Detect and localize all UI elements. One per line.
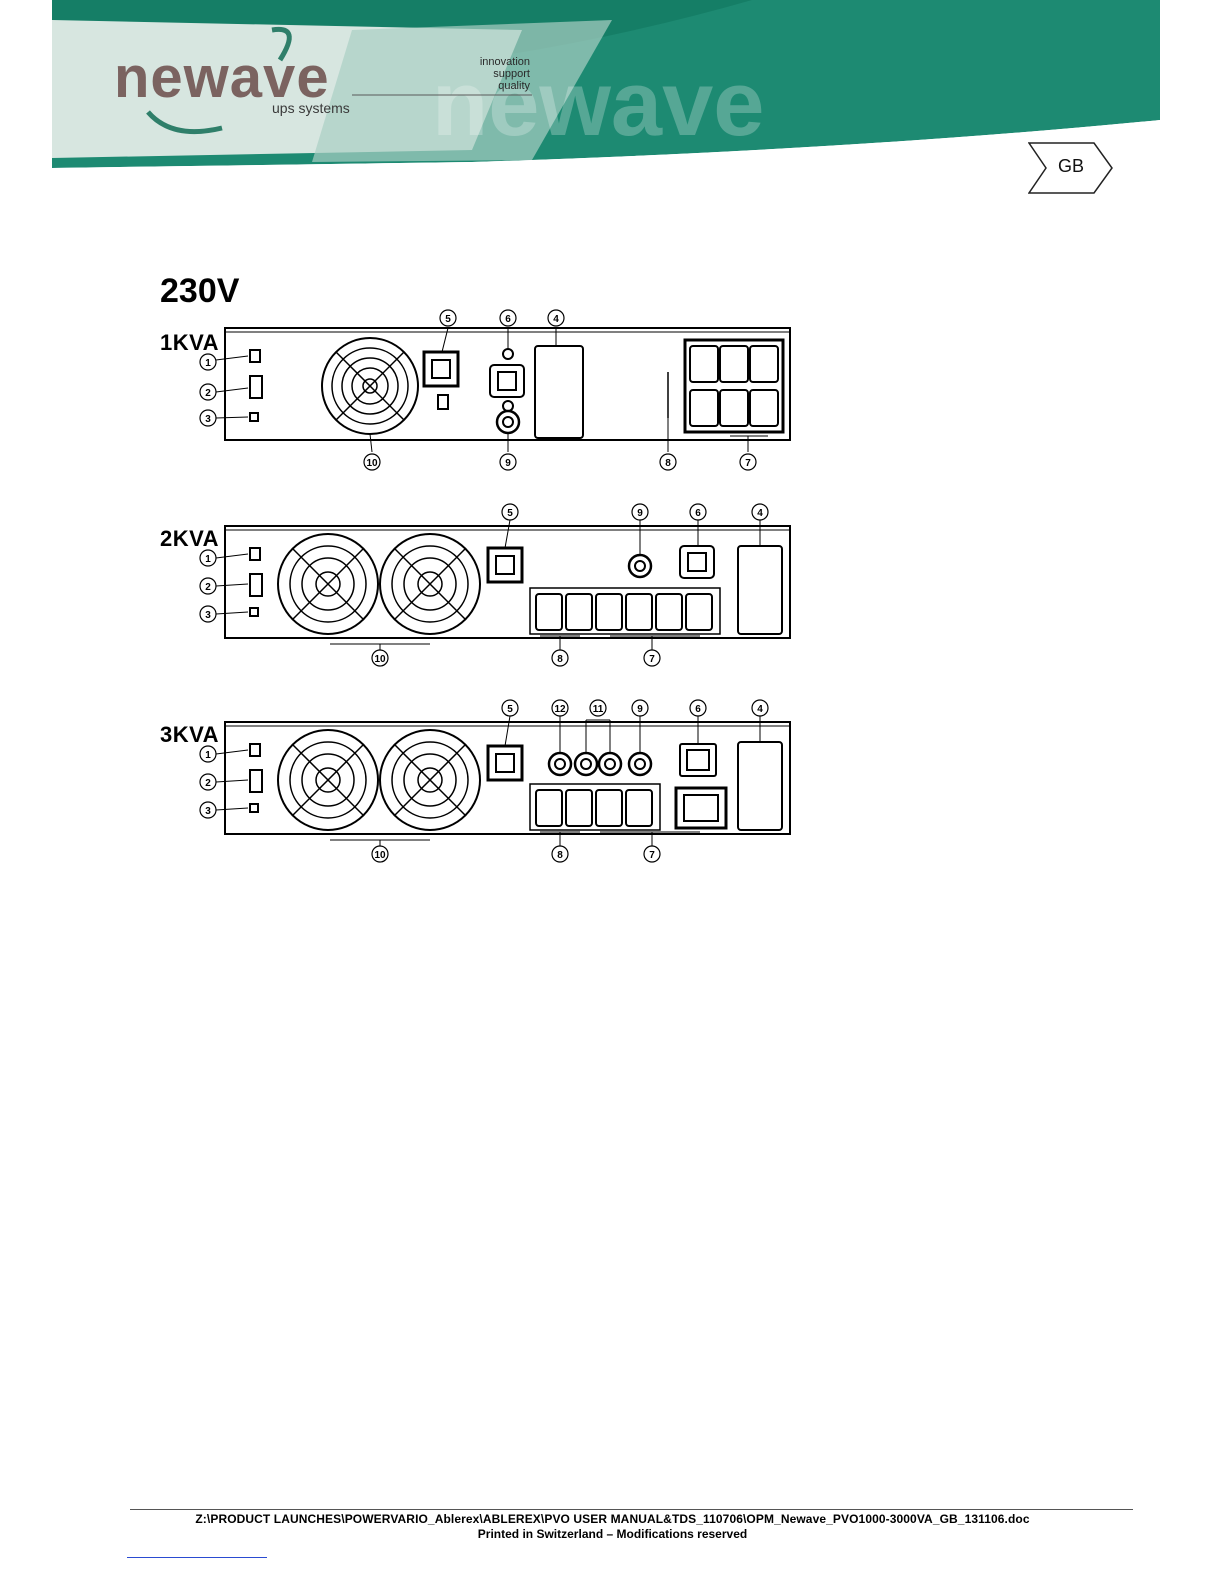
- rear-panel-1kva: 1 2 3 4 5 6 7 8 9 10: [190, 309, 800, 475]
- callout-3: 3: [205, 414, 211, 425]
- callout-8: 8: [557, 654, 563, 665]
- bottom-rule: [127, 1557, 267, 1558]
- callout-5: 5: [507, 704, 513, 715]
- callout-12: 12: [554, 704, 566, 715]
- callout-2: 2: [205, 388, 211, 399]
- brand-logo: newave: [114, 45, 330, 110]
- callout-4: 4: [757, 508, 763, 519]
- callout-9: 9: [637, 704, 643, 715]
- callout-10: 10: [366, 458, 378, 469]
- banner-graphic: newave: [52, 0, 1160, 180]
- header-banner: newave newave ups systems innovation sup…: [52, 0, 1160, 180]
- tagline-line: support: [493, 68, 530, 80]
- callout-7: 7: [649, 654, 655, 665]
- tagline-line: innovation: [479, 56, 530, 68]
- callout-1: 1: [205, 554, 211, 565]
- callout-9: 9: [637, 508, 643, 519]
- callout-6: 6: [695, 508, 701, 519]
- callout-7: 7: [745, 458, 751, 469]
- callout-8: 8: [557, 850, 563, 861]
- model-label-1kva: 1KVA: [160, 330, 220, 355]
- callout-6: 6: [695, 704, 701, 715]
- watermark-text: newave: [432, 53, 764, 155]
- model-label-2kva: 2KVA: [160, 526, 220, 551]
- rear-panel-3kva: 1 2 3 4 5 6 7 8 9 10 11 12: [190, 699, 800, 865]
- callout-7: 7: [649, 850, 655, 861]
- callout-8: 8: [665, 458, 671, 469]
- rear-panel-2kva: 1 2 3 4 5 6 7 8 9 10: [190, 503, 800, 669]
- section-title: 230V: [160, 272, 240, 310]
- callout-6: 6: [505, 314, 511, 325]
- callout-5: 5: [507, 508, 513, 519]
- model-label-3kva: 3KVA: [160, 722, 220, 747]
- callout-3: 3: [205, 806, 211, 817]
- callout-2: 2: [205, 582, 211, 593]
- callout-1: 1: [205, 750, 211, 761]
- callout-1: 1: [205, 358, 211, 369]
- tagline: innovation support quality: [472, 56, 530, 92]
- callout-10: 10: [374, 654, 386, 665]
- rear-panel-2kva-drawing: 1 2 3 4 5 6 7 8 9 10: [199, 503, 791, 667]
- rear-panel-1kva-drawing: 1 2 3 4 5 6 7 8 9 10: [199, 309, 791, 471]
- callout-2: 2: [205, 778, 211, 789]
- callout-4: 4: [553, 314, 559, 325]
- tagline-line: quality: [498, 80, 530, 92]
- rear-panel-3kva-drawing: 1 2 3 4 5 6 7 8 9 10 11 12: [199, 699, 791, 863]
- callout-5: 5: [445, 314, 451, 325]
- footer-note: Printed in Switzerland – Modifications r…: [477, 1527, 748, 1541]
- brand-subtitle: ups systems: [272, 100, 350, 116]
- footer-file-path: Z:\PRODUCT LAUNCHES\POWERVARIO_Ablerex\A…: [195, 1512, 1030, 1526]
- callout-9: 9: [505, 458, 511, 469]
- callout-10: 10: [374, 850, 386, 861]
- footer-divider: [130, 1509, 1133, 1510]
- callout-11: 11: [593, 704, 604, 715]
- callout-4: 4: [757, 704, 763, 715]
- language-tag-label: GB: [1058, 156, 1085, 176]
- callout-3: 3: [205, 610, 211, 621]
- language-tag-shape: [1028, 142, 1113, 194]
